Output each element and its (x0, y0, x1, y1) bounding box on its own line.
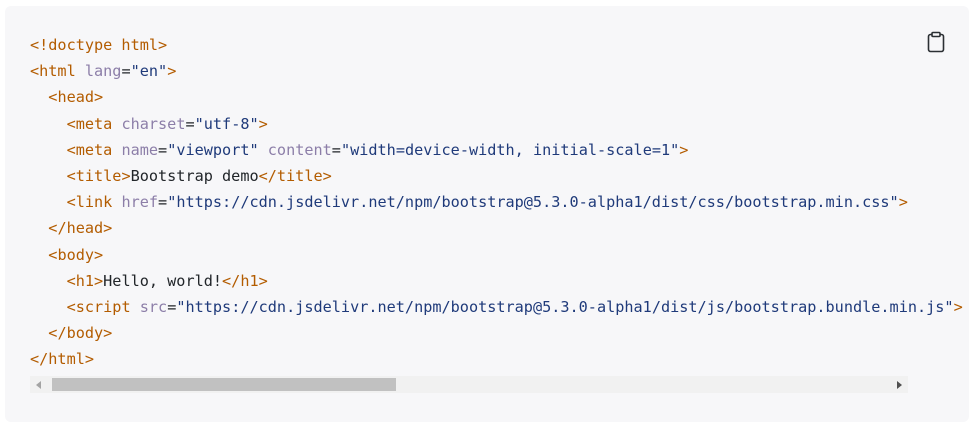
code-line: <meta name="viewport" content="width=dev… (30, 137, 908, 163)
code-token-text (30, 88, 48, 106)
code-token-attr: href (121, 193, 159, 212)
code-token-tag: > (167, 62, 177, 81)
code-token-text: Hello, world! (103, 271, 223, 290)
scrollbar-thumb[interactable] (52, 378, 396, 391)
code-token-attr: lang (84, 62, 122, 81)
code-token-tag: </h1> (222, 271, 268, 290)
code-token-tag: <html (30, 62, 76, 81)
code-line: <link href="https://cdn.jsdelivr.net/npm… (30, 189, 908, 215)
scroll-left-arrow-icon (35, 380, 41, 389)
code-token-tag: </title> (258, 166, 332, 185)
code-token-punct: = (158, 140, 168, 159)
code-token-tag: <link (66, 193, 113, 212)
scroll-right-arrow-icon (896, 380, 902, 389)
code-token-str: "width=device-width, initial-scale=1" (340, 140, 680, 159)
code-token-str: "https://cdn.jsdelivr.net/npm/bootstrap@… (176, 297, 954, 316)
code-token-punct: = (121, 62, 131, 81)
code-token-tag: > (258, 114, 268, 133)
clipboard-icon (927, 31, 945, 53)
code-line: </head> (30, 215, 908, 241)
code-line: <!doctype html> (30, 32, 908, 58)
code-token-text (76, 62, 85, 80)
code-example-panel: <!doctype html><html lang="en"> <head> <… (5, 6, 969, 422)
code-line: <body> (30, 242, 908, 268)
copy-to-clipboard-button[interactable] (925, 30, 947, 54)
code-token-str: "viewport" (167, 140, 259, 159)
code-token-tag: <h1> (66, 271, 104, 290)
code-token-tag: <meta (66, 140, 113, 159)
code-token-tag: > (953, 297, 963, 316)
code-line: </html> (30, 346, 908, 372)
code-token-tag: <script (66, 297, 131, 316)
code-token-tag: <title> (66, 166, 131, 185)
code-token-attr: name (121, 140, 159, 159)
code-token-tag: <head> (48, 88, 104, 107)
scroll-left-button[interactable] (30, 376, 47, 393)
code-token-tag: <body> (48, 245, 104, 264)
code-token-text (30, 272, 67, 290)
code-token-attr: content (267, 140, 332, 159)
code-token-tag: > (898, 193, 908, 212)
code-line: <meta charset="utf-8"> (30, 111, 908, 137)
code-token-punct: = (158, 193, 168, 212)
code-token-text (30, 193, 67, 211)
code-token-tag: </body> (48, 324, 113, 343)
scroll-right-button[interactable] (891, 376, 908, 393)
code-token-attr: charset (121, 114, 186, 133)
code-token-text (131, 298, 140, 316)
code-token-punct: = (185, 114, 195, 133)
code-token-punct: = (331, 140, 341, 159)
code-scroll-area[interactable]: <!doctype html><html lang="en"> <head> <… (30, 32, 963, 377)
code-token-text (30, 167, 67, 185)
code-token-doctype: <!doctype html> (30, 36, 168, 54)
code-token-text (30, 219, 48, 237)
code-token-str: "https://cdn.jsdelivr.net/npm/bootstrap@… (167, 193, 899, 212)
code-line: <html lang="en"> (30, 58, 908, 84)
code-token-str: "utf-8" (194, 114, 259, 133)
code-token-text (30, 115, 67, 133)
code-line: <h1>Hello, world!</h1> (30, 268, 908, 294)
code-token-tag: </head> (48, 219, 113, 238)
code-token-text (259, 141, 268, 159)
code-token-tag: > (679, 140, 689, 159)
code-token-punct: = (167, 297, 177, 316)
code-line: <script src="https://cdn.jsdelivr.net/np… (30, 294, 963, 320)
code-token-text (30, 246, 48, 264)
code-line: <head> (30, 84, 908, 110)
code-token-tag: </html> (30, 350, 95, 369)
code-line: </body> (30, 320, 908, 346)
code-token-text (30, 141, 67, 159)
code-token-str: "en" (130, 62, 168, 81)
code-token-attr: src (139, 297, 168, 316)
code-token-text (30, 324, 48, 342)
code-block: <!doctype html><html lang="en"> <head> <… (30, 32, 963, 372)
horizontal-scrollbar[interactable] (30, 376, 908, 393)
code-line: <title>Bootstrap demo</title> (30, 163, 908, 189)
code-token-tag: <meta (66, 114, 113, 133)
code-token-text: Bootstrap demo (130, 166, 259, 185)
code-token-text (30, 298, 67, 316)
